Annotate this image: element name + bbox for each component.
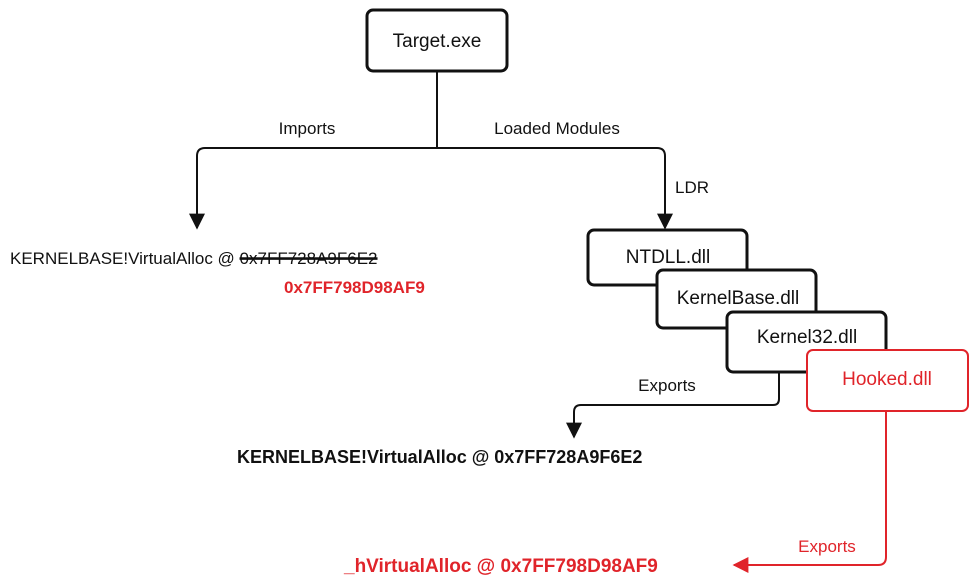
- hook-entry: _hVirtualAlloc @ 0x7FF798D98AF9: [343, 556, 658, 577]
- export-symbol: KERNELBASE!VirtualAlloc @: [237, 447, 494, 467]
- ldr-label: LDR: [675, 178, 709, 197]
- exports-arrow: [566, 372, 780, 439]
- kernelbase-label: KernelBase.dll: [677, 288, 800, 309]
- loaded-modules-arrow: [437, 147, 673, 230]
- hooked-dll-label: Hooked.dll: [842, 369, 932, 390]
- hook-exports-arrow: [732, 411, 887, 573]
- loaded-modules-label: Loaded Modules: [494, 119, 620, 138]
- imports-arrow: [189, 147, 437, 230]
- ntdll-label: NTDLL.dll: [626, 247, 710, 268]
- hook-exports-label: Exports: [798, 537, 856, 556]
- imports-label: Imports: [279, 119, 336, 138]
- hooked-dll-box: [806, 349, 969, 412]
- target-exe-label: Target.exe: [393, 31, 482, 52]
- import-patched-address: 0x7FF798D98AF9: [284, 278, 425, 297]
- import-symbol: KERNELBASE!VirtualAlloc @: [10, 249, 240, 268]
- kernel32-label: Kernel32.dll: [757, 327, 857, 348]
- export-entry: KERNELBASE!VirtualAlloc @ 0x7FF728A9F6E2: [237, 447, 642, 467]
- target-exe-box: [365, 8, 509, 73]
- exports-label: Exports: [638, 376, 696, 395]
- export-address: 0x7FF728A9F6E2: [494, 447, 642, 467]
